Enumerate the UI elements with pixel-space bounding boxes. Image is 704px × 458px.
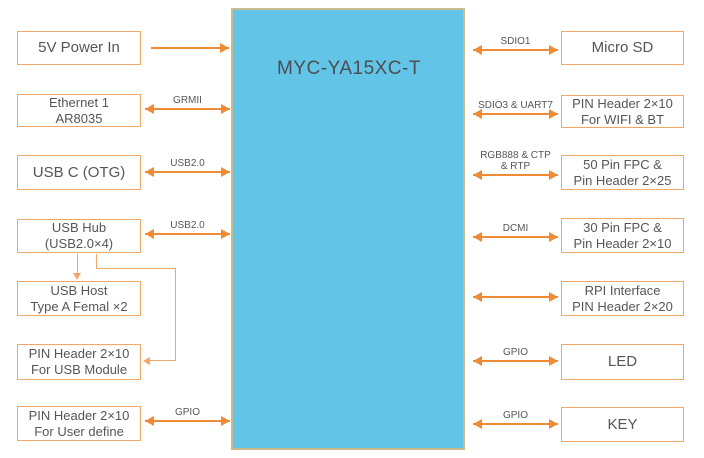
box-label: Type A Femal ×2 — [30, 298, 128, 314]
arrow-rgb888: RGB888 & CTP & RTP — [473, 150, 558, 176]
box-label: PIN Header 2×10 — [28, 407, 130, 423]
box-label: Micro SD — [591, 39, 654, 56]
arrow-gpio-user: GPIO — [145, 407, 230, 422]
box-usb-host: USB Host Type A Femal ×2 — [17, 281, 141, 316]
box-label: PIN Header 2×20 — [572, 298, 673, 314]
box-ethernet-1: Ethernet 1 AR8035 — [17, 94, 141, 127]
box-label: USB Hub — [51, 220, 107, 235]
box-label: For WIFI & BT — [580, 111, 665, 127]
box-usb-hub: USB Hub (USB2.0×4) — [17, 219, 141, 253]
bus-label-grmii: GRMII — [173, 95, 202, 106]
box-label: KEY — [607, 415, 638, 433]
box-label: PIN Header 2×10 — [28, 346, 130, 361]
box-label: Pin Header 2×10 — [573, 235, 672, 251]
arrow-dcmi: DCMI — [473, 223, 558, 238]
box-label: 50 Pin FPC & — [583, 156, 662, 172]
box-label: RPI Interface — [584, 282, 661, 298]
connector-hub-elbow-h2 — [150, 360, 176, 361]
connector-hub-to-host-line — [77, 254, 78, 274]
connector-hub-to-pinheader-arrowhead — [143, 357, 150, 365]
box-rpi-interface: RPI Interface PIN Header 2×20 — [561, 281, 684, 316]
arrow-rpi-interface — [473, 296, 558, 298]
box-led: LED — [561, 344, 684, 380]
arrow-gpio-key: GPIO — [473, 410, 558, 425]
box-label: LED — [607, 353, 638, 370]
arrow-5v-power — [151, 47, 229, 49]
bus-label-rgb888: RGB888 & CTP & RTP — [480, 150, 551, 172]
arrow-usb2-hub: USB2.0 — [145, 220, 230, 235]
connector-hub-to-host-arrowhead — [73, 273, 81, 280]
box-pin-header-usb-module: PIN Header 2×10 For USB Module — [17, 344, 141, 380]
box-label: For USB Module — [30, 362, 128, 377]
som-module-title: MYC-YA15XC-T — [277, 58, 421, 79]
arrow-sdio1: SDIO1 — [473, 36, 558, 51]
box-label: Pin Header 2×25 — [573, 172, 672, 188]
bus-label-usb2: USB2.0 — [170, 158, 205, 169]
bus-label-gpio: GPIO — [174, 407, 200, 418]
som-module-block — [231, 8, 465, 450]
box-pin-header-wifi-bt: PIN Header 2×10 For WIFI & BT — [561, 95, 684, 128]
box-label: 30 Pin FPC & — [583, 219, 662, 235]
connector-hub-elbow-v1 — [96, 254, 97, 269]
arrow-gpio-led: GPIO — [473, 347, 558, 362]
connector-hub-elbow-h1 — [96, 268, 175, 269]
box-label: (USB2.0×4) — [44, 236, 114, 251]
box-label: AR8035 — [55, 110, 103, 126]
bus-label-gpio: GPIO — [502, 410, 528, 421]
box-label: USB Host — [50, 282, 108, 298]
box-usb-c-otg: USB C (OTG) — [17, 155, 141, 190]
arrow-grmii: GRMII — [145, 95, 230, 110]
box-label: PIN Header 2×10 — [572, 95, 673, 111]
box-30-pin-fpc: 30 Pin FPC & Pin Header 2×10 — [561, 218, 684, 253]
bus-label-dcmi: DCMI — [502, 223, 529, 234]
bus-label-usb2: USB2.0 — [170, 220, 205, 231]
box-label: USB C (OTG) — [32, 163, 126, 181]
box-pin-header-user-define: PIN Header 2×10 For User define — [17, 406, 141, 441]
box-key: KEY — [561, 407, 684, 442]
arrow-usb2-otg: USB2.0 — [145, 158, 230, 173]
arrow-sdio3-uart7: SDIO3 & UART7 — [473, 100, 558, 115]
box-label: For User define — [34, 423, 124, 439]
bus-label-sdio3-uart7: SDIO3 & UART7 — [478, 100, 553, 111]
bus-label-sdio1: SDIO1 — [500, 36, 531, 47]
box-50-pin-fpc: 50 Pin FPC & Pin Header 2×25 — [561, 155, 684, 190]
box-label: 5V Power In — [38, 39, 120, 56]
box-5v-power-in: 5V Power In — [17, 31, 141, 65]
connector-hub-elbow-v2 — [175, 268, 176, 361]
box-label: Ethernet 1 — [49, 94, 109, 110]
box-micro-sd: Micro SD — [561, 31, 684, 65]
bus-label-gpio: GPIO — [502, 347, 528, 358]
